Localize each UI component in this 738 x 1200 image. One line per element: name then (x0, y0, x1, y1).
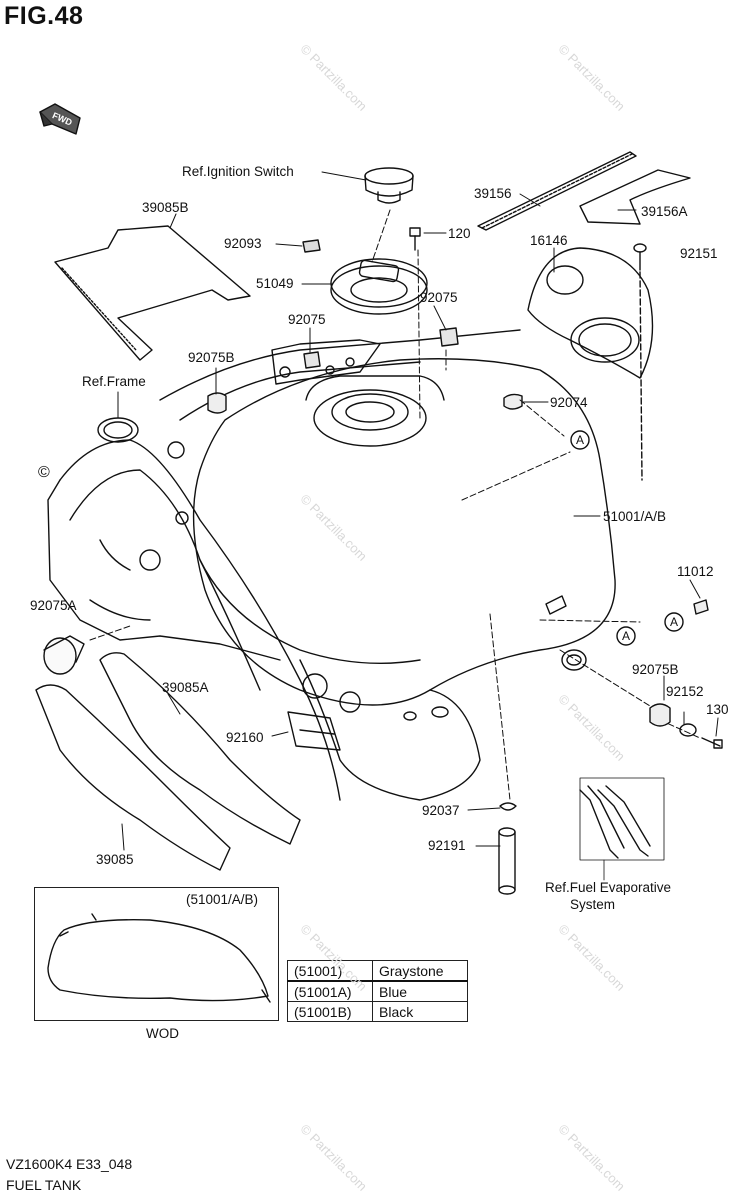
wod-inset-caption: (51001/A/B) (186, 892, 259, 907)
part-92074-cap (503, 393, 523, 410)
part-92160-filter (287, 673, 361, 751)
label-92075a: 92075A (30, 598, 77, 613)
label-51001-a-b: 51001/A/B (603, 509, 667, 524)
label-ref-fuel-evaporative-system: System (570, 897, 616, 912)
wod-inset-box (34, 887, 279, 1021)
label-92074: 92074 (550, 395, 588, 410)
part-92093-grommet (302, 239, 321, 253)
ignition-switch-cap (364, 167, 414, 204)
tank-drain-fitting (545, 595, 587, 671)
ref-a-marker-3 (616, 626, 636, 646)
part-92037-clamp (499, 802, 517, 811)
label-ref-frame: Ref.Frame (82, 374, 146, 389)
figure-title: FIG.48 (4, 2, 84, 30)
forward-arrow-icon (39, 103, 81, 135)
ref-a-marker-2 (664, 612, 684, 632)
label-ref-ignition-switch: Ref.Ignition Switch (182, 164, 294, 179)
part-92075b-damper-right (649, 703, 671, 727)
label-39156: 39156 (474, 186, 512, 201)
footer-model-code: VZ1600K4 E33_048 (6, 1156, 133, 1172)
label-92191: 92191 (428, 838, 466, 853)
label-39085a: 39085A (162, 680, 209, 695)
part-92152-collar (679, 723, 697, 737)
legend-code: (51001) (287, 960, 373, 982)
fuel-tank-body (192, 358, 616, 801)
label-11012: 11012 (677, 564, 714, 579)
label-92152: 92152 (666, 684, 704, 699)
label-92160: 92160 (226, 730, 264, 745)
label-92037: 92037 (422, 803, 460, 818)
label-130: 130 (706, 702, 729, 717)
fuel-evaporative-hoses (579, 777, 665, 881)
part-92075-damper (303, 327, 459, 369)
part-11012-cap (693, 599, 709, 615)
label-120: 120 (448, 226, 471, 241)
label-ref-a-3: A (622, 629, 631, 643)
legend-color: Black (372, 1001, 468, 1022)
copyright-mark: © (38, 464, 50, 481)
part-92075b-damper-top (207, 392, 227, 414)
part-92191-hose (498, 827, 516, 895)
label-92075b-right: 92075B (632, 662, 679, 677)
legend-color: Blue (372, 980, 468, 1002)
part-16146-meter-panel (527, 247, 654, 379)
ref-frame (47, 329, 521, 801)
wod-tank-outline (47, 913, 271, 1003)
label-39085: 39085 (96, 852, 134, 867)
label-ref-fuel-evaporative: Ref.Fuel Evaporative (545, 880, 672, 895)
part-39156a-trim (579, 169, 691, 225)
part-51049-cover-plate (330, 258, 428, 315)
part-39085a-side-cover (99, 652, 301, 845)
label-ref-a-2: A (670, 615, 679, 629)
label-92075b-top: 92075B (188, 350, 235, 365)
label-92093: 92093 (224, 236, 262, 251)
part-92151-screw (633, 243, 647, 481)
footer-section-name: FUEL TANK (6, 1177, 82, 1193)
label-92075-left: 92075 (288, 312, 326, 327)
part-39085b-cover (54, 225, 251, 361)
leader-lines (117, 171, 719, 851)
tank-mount-bracket (271, 339, 381, 385)
legend-code: (51001A) (287, 980, 373, 1002)
part-130-bolt (701, 737, 723, 749)
part-39085-side-cover (35, 684, 231, 871)
label-92151: 92151 (680, 246, 718, 261)
label-39156a: 39156A (641, 204, 688, 219)
part-120-bolt (409, 227, 421, 251)
label-16146: 16146 (530, 233, 568, 248)
legend-code: (51001B) (287, 1001, 373, 1022)
part-92075a-damper (43, 635, 85, 675)
label-51049: 51049 (256, 276, 294, 291)
table-row: (51001A) Blue (287, 980, 468, 1002)
part-39156-trim-strip (477, 151, 637, 231)
ref-a-marker-1 (570, 430, 590, 450)
wod-inset-label: WOD (146, 1026, 179, 1041)
label-39085b: 39085B (142, 200, 189, 215)
label-ref-a-1: A (576, 433, 585, 447)
label-92075-top: 92075 (420, 290, 458, 305)
table-row: (51001) Graystone (287, 960, 468, 982)
table-row: (51001B) Black (287, 1001, 468, 1022)
color-legend-table: (51001) Graystone (51001A) Blue (51001B)… (287, 960, 468, 1022)
legend-color: Graystone (372, 960, 468, 982)
